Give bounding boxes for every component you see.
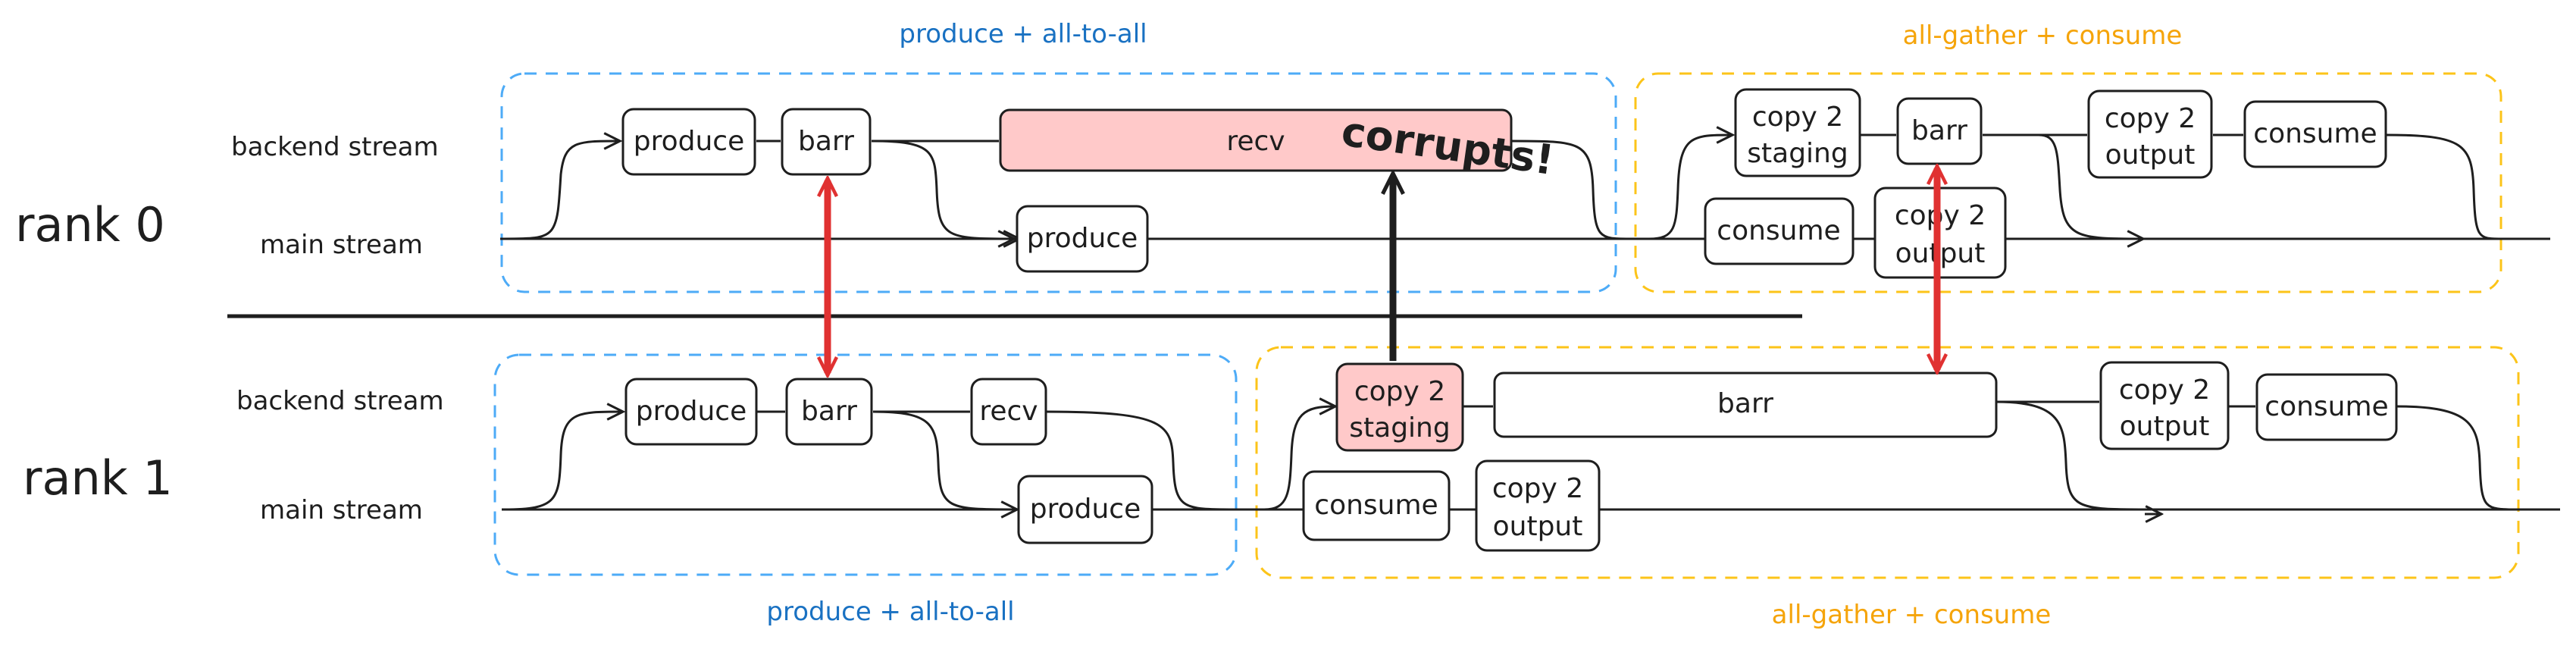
op-label: barr	[1717, 388, 1773, 419]
rank-0-barr-to-produce-connector	[871, 140, 1014, 239]
op-label-line-1: copy 2	[2119, 375, 2210, 406]
rank-1-copy-output-main-op: copy 2 output	[1475, 459, 1601, 552]
rank-0-phase-2-label: all-gather + consume	[1903, 20, 2183, 51]
op-label: produce	[1027, 223, 1138, 254]
op-label-line-2: output	[1493, 511, 1583, 542]
op-label: consume	[1717, 215, 1840, 246]
rank-1-section: rank 1 backend stream main stream produc…	[23, 346, 2560, 630]
op-label-line-2: staging	[1349, 412, 1450, 444]
rank-1-copy-output-backend-op: copy 2 output	[2099, 361, 2230, 450]
rank-1-main-stream-label: main stream	[260, 495, 423, 525]
op-label: barr	[801, 396, 857, 427]
rank-0-consume-backend-op: consume	[2243, 100, 2387, 168]
rank-1-all-gather-consume-region	[1255, 346, 2520, 579]
op-label: barr	[1911, 115, 1967, 146]
rank-0-consume-main-op: consume	[1704, 197, 1855, 265]
op-label: consume	[1314, 490, 1438, 521]
rank-0-phase-1-label: produce + all-to-all	[899, 19, 1147, 49]
rank-0-barr-1-op: barr	[781, 108, 872, 176]
rank-1-recv-op: recv	[970, 378, 1047, 446]
op-label: produce	[634, 126, 745, 157]
rank-0-produce-backend-op: produce	[621, 108, 756, 176]
rank-0-main-stream-label: main stream	[260, 230, 423, 260]
op-label: consume	[2265, 391, 2388, 422]
op-label-line-1: copy 2	[1492, 473, 1583, 504]
rank-1-produce-all-to-all-region	[493, 353, 1238, 576]
rank-0-all-gather-consume-region	[1634, 72, 2502, 293]
rank-0-copy-output-backend-op: copy 2 output	[2087, 89, 2213, 179]
rank-0-section: rank 0 backend stream main stream produc…	[15, 19, 2550, 293]
rank-0-label: rank 0	[15, 197, 165, 252]
op-label-line-1: copy 2	[1354, 376, 1445, 407]
rank-1-phase-1-label: produce + all-to-all	[766, 597, 1014, 627]
rank-0-produce-all-to-all-region	[500, 72, 1617, 293]
rank-1-phase-2-label: all-gather + consume	[1772, 600, 2052, 630]
rank-1-produce-main-op: produce	[1017, 475, 1153, 544]
rank-1-produce-backend-op: produce	[624, 378, 758, 446]
rank-0-produce-main-op: produce	[1016, 205, 1149, 273]
rank-1-label: rank 1	[23, 450, 173, 506]
op-label: recv	[979, 396, 1038, 427]
rank-0-backend-stream-label: backend stream	[231, 132, 439, 162]
rank-1-consume-backend-op: consume	[2255, 373, 2398, 441]
rank-1-backend-stream-label: backend stream	[236, 386, 444, 416]
op-label-line-2: output	[2105, 140, 2196, 171]
rank-1-barr-1-op: barr	[785, 378, 873, 446]
rank-0-recv-op: recv	[999, 108, 1513, 172]
op-label-line-2: staging	[1747, 138, 1848, 169]
rank-0-copy-staging-op: copy 2 staging	[1734, 88, 1861, 177]
op-label-line-2: output	[2120, 411, 2210, 442]
rank-0-barr-2-op: barr	[1896, 97, 1983, 165]
op-label: barr	[798, 126, 854, 157]
op-label: recv	[1226, 126, 1285, 157]
rank-1-barr-2-op: barr	[1493, 372, 1998, 438]
op-label-line-1: copy 2	[2105, 103, 2196, 134]
op-label: produce	[636, 396, 747, 427]
rank-1-copy-staging-op: copy 2 staging	[1335, 362, 1464, 452]
rank-0-fork-connector	[503, 141, 620, 240]
rank-1-consume-main-op: consume	[1302, 470, 1451, 541]
op-label: produce	[1030, 494, 1141, 525]
op-label: consume	[2253, 118, 2377, 149]
op-label-line-1: copy 2	[1752, 102, 1843, 133]
